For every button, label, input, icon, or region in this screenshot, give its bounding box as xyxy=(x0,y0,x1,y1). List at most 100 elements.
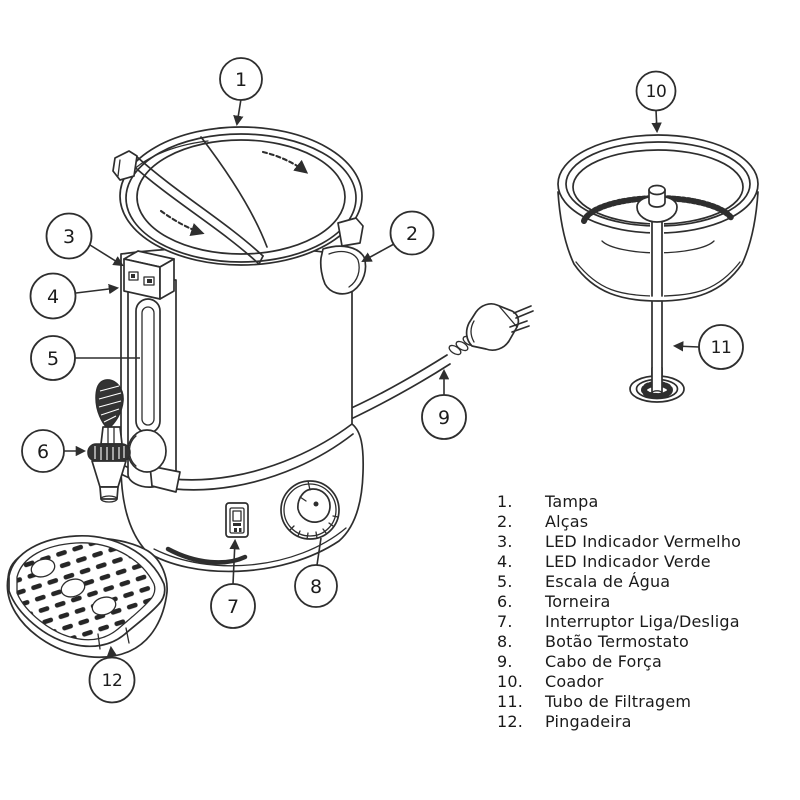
legend-number: 11. xyxy=(497,692,524,711)
filter-base-ring xyxy=(629,367,685,403)
tap-spout xyxy=(91,460,127,503)
legend-label: Tubo de Filtragem xyxy=(545,692,692,711)
legend-number: 3. xyxy=(497,532,513,551)
legend-label: Pingadeira xyxy=(545,712,632,731)
legend-label: Cabo de Força xyxy=(545,652,662,671)
legend-number: 4. xyxy=(497,552,513,571)
tap-knurled-collar xyxy=(87,443,131,462)
tap xyxy=(87,379,167,503)
rotation-arrow xyxy=(261,150,309,174)
svg-text:3: 3 xyxy=(63,226,75,248)
legend-item: 10.Coador xyxy=(497,672,787,692)
column-foot xyxy=(149,465,181,493)
base-shadow xyxy=(165,546,248,565)
callout-7: 7 xyxy=(210,583,256,629)
tap-linkage xyxy=(100,426,123,445)
legend-label: Interruptor Liga/Desliga xyxy=(545,612,740,631)
svg-text:6: 6 xyxy=(37,441,49,463)
legend-label: Tampa xyxy=(545,492,599,511)
legend-item: 9. Cabo de Força xyxy=(497,652,787,672)
legend-item: 5. Escala de Água xyxy=(497,572,787,592)
leader-3 xyxy=(89,244,124,267)
callout-1: 1 xyxy=(219,57,263,101)
svg-text:9: 9 xyxy=(438,407,450,429)
drip-tray-figure xyxy=(6,535,168,659)
tray-hole xyxy=(60,578,86,598)
knob-tick-marks xyxy=(289,515,339,540)
leader-1 xyxy=(233,98,244,127)
callout-10: 10 xyxy=(635,70,677,112)
legend-label: Torneira xyxy=(545,592,611,611)
legend-item: 6. Torneira xyxy=(497,592,787,612)
leader-11 xyxy=(672,341,700,352)
callout-8: 8 xyxy=(294,564,338,608)
lid-left-tab xyxy=(112,150,138,181)
side-handle-latch xyxy=(319,217,367,295)
filter-bowl xyxy=(557,134,759,302)
legend-number: 9. xyxy=(497,652,513,671)
water-level-window xyxy=(135,298,161,434)
callout-12: 12 xyxy=(88,656,136,704)
water-gauge-column xyxy=(123,250,181,493)
legend-label: Alças xyxy=(545,512,589,531)
callout-4: 4 xyxy=(29,272,77,320)
svg-text:11: 11 xyxy=(711,338,732,358)
legend-number: 6. xyxy=(497,592,513,611)
legend-label: LED Indicador Vermelho xyxy=(545,532,742,551)
tray-hole xyxy=(30,558,56,578)
legend-label: LED Indicador Verde xyxy=(545,552,711,571)
boiler-figure xyxy=(87,126,534,573)
leader-lines xyxy=(64,98,700,658)
svg-text:8: 8 xyxy=(310,576,322,598)
callout-6: 6 xyxy=(21,429,65,473)
legend-number: 7. xyxy=(497,612,513,631)
legend-number: 2. xyxy=(497,512,513,531)
callout-2: 2 xyxy=(389,210,435,256)
leader-2 xyxy=(361,243,395,263)
legend-number: 8. xyxy=(497,632,513,651)
power-switch xyxy=(225,502,249,538)
legend-item: 11. Tubo de Filtragem xyxy=(497,692,787,712)
legend-item: 4. LED Indicador Verde xyxy=(497,552,787,572)
leader-4 xyxy=(75,283,120,295)
callouts: 1 2 3 4 5 6 7 8 xyxy=(21,57,744,704)
legend-label: Botão Termostato xyxy=(545,632,689,651)
leader-7 xyxy=(229,538,240,585)
leader-10 xyxy=(651,109,662,134)
callout-5: 5 xyxy=(30,335,76,381)
legend-item: 7. Interruptor Liga/Desliga xyxy=(497,612,787,632)
legend-item: 2. Alças xyxy=(497,512,787,532)
led-indicator-box xyxy=(123,250,175,300)
callout-11: 11 xyxy=(698,324,744,370)
legend-number: 12. xyxy=(497,712,524,731)
legend-item: 12. Pingadeira xyxy=(497,712,787,732)
legend-label: Coador xyxy=(545,672,604,691)
legend-item: 3. LED Indicador Vermelho xyxy=(497,532,787,552)
svg-text:5: 5 xyxy=(47,348,59,370)
tray-hole xyxy=(91,596,117,616)
svg-text:4: 4 xyxy=(47,286,59,308)
filter-tube xyxy=(650,298,664,380)
svg-text:2: 2 xyxy=(406,223,418,245)
plug xyxy=(465,302,534,351)
leader-8 xyxy=(316,537,322,566)
legend-number: 1. xyxy=(497,492,513,511)
callout-9: 9 xyxy=(421,394,467,440)
tap-mount-boss xyxy=(127,429,167,473)
svg-text:10: 10 xyxy=(646,82,667,102)
legend-number: 5. xyxy=(497,572,513,591)
leader-12 xyxy=(106,645,118,658)
callout-3: 3 xyxy=(45,212,93,260)
lid xyxy=(112,126,363,266)
legend-item: 1. Tampa xyxy=(497,492,787,512)
rotation-arrow xyxy=(159,209,205,237)
filter-figure xyxy=(557,134,759,403)
legend-label: Escala de Água xyxy=(545,572,671,591)
lid-divider xyxy=(200,136,268,248)
svg-text:12: 12 xyxy=(102,671,123,691)
filter-center-post xyxy=(636,184,678,298)
thermostat-knob xyxy=(280,480,340,540)
svg-text:1: 1 xyxy=(235,69,247,91)
